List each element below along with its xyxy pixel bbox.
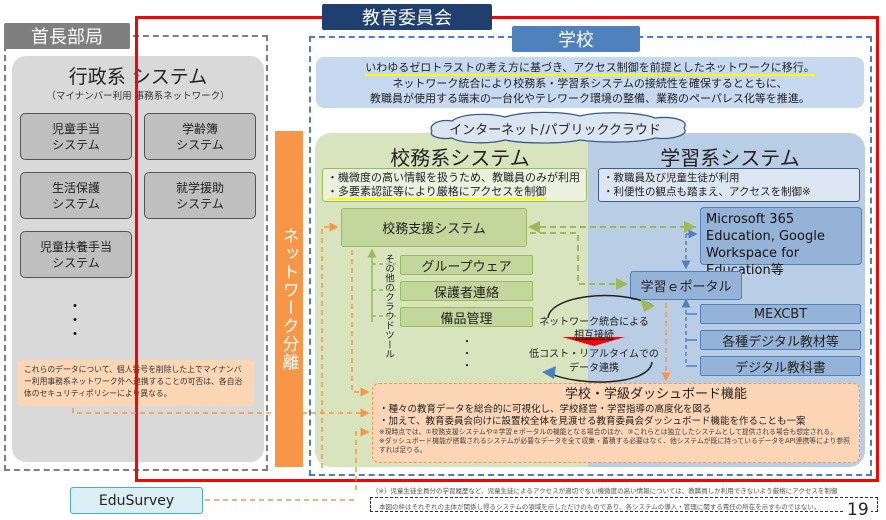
connector-orange-to-support — [321, 222, 339, 468]
mayor-systems-ellipsis: ・ ・ ・ — [68, 299, 82, 343]
connector-support-to-dashboard — [351, 250, 370, 397]
learning-system-note-1: ・教職員及び児童生徒が利用 — [603, 172, 740, 184]
interconnect-down-arrow-icon — [562, 337, 625, 346]
dashboard-note-2: ※ダッシュボード機能が搭載されるシステムが必要なデータを全て収集・蓄積する必要は… — [379, 437, 850, 454]
connector-admin-to-dashboard — [72, 408, 370, 418]
board-of-education-frame — [135, 16, 879, 482]
dashboard-note-1: ※現時点では、①校務支援システムや②学習ｅポータルの機能となる場合のほか、③これ… — [379, 428, 838, 436]
banner-line-2: ネットワーク統合により校務系・学習系システムの接続性を確保するとともに、 — [392, 76, 788, 90]
groupware-tool: グループウェア — [400, 255, 533, 275]
zero-trust-banner: いわゆるゼロトラストの考え方に基づき、アクセス制御を前提としたネットワークに移行… — [316, 57, 864, 108]
dashboard-bullet-2: ・加えて、教育委員会向けに設置校全体を見渡せる教育委員会ダッシュボード機能を作る… — [379, 416, 806, 427]
connector-support-to-portal — [530, 232, 628, 290]
school-register-system: 学齢簿 システム — [144, 113, 256, 160]
interconnect-text-3: 低コスト・リアルタイムでの — [529, 349, 659, 360]
school-affairs-notes: ・機微度の高い情報を扱うため、教職員のみが利用 ・多要素認証等により厳格にアクセ… — [322, 168, 587, 202]
dashboard-bullet-1: ・種々の教育データを総合的に可視化し、学校経営・学習指導の高度化を図る — [379, 404, 712, 415]
parent-contact-tool: 保護者連絡 — [400, 281, 533, 301]
interconnect-arrow-blue-icon — [542, 366, 556, 379]
digital-textbook-system: デジタル教科書 — [700, 356, 861, 376]
cloud-tools-ellipsis: ・ ・ ・ — [462, 337, 472, 372]
child-allowance-system: 児童手当 システム — [20, 113, 132, 160]
cloud-suite-box: Microsoft 365 Education, Google Workspac… — [700, 207, 862, 278]
banner-line-1: いわゆるゼロトラストの考え方に基づき、アクセス制御を前提としたネットワークに移行… — [365, 61, 815, 76]
school-affairs-note-1: ・機微度の高い情報を扱うため、教職員のみが利用 — [327, 171, 580, 184]
equipment-management-tool: 備品管理 — [400, 307, 533, 327]
internet-cloud-icon — [430, 111, 686, 144]
connector-portal-branches — [686, 313, 697, 367]
dashboard-box: 学校・学級ダッシュボード機能 ・種々の教育データを総合的に可視化し、学校経営・学… — [372, 383, 860, 463]
internet-cloud-label: インターネット/パブリッククラウド — [449, 123, 661, 138]
interconnect-text-2: 相互接続 — [574, 330, 614, 341]
learning-e-portal: 学習ｅポータル — [630, 271, 742, 300]
interconnect-text-1: ネットワーク統合による — [539, 317, 649, 328]
admin-system-subtitle: （マイナンバー利用 事務系ネットワーク） — [46, 91, 230, 102]
banner-line-3: 教職員が使用する端末の一台化やテレワーク環境の整備、業務のペーパレス化等を推進。 — [370, 92, 810, 105]
interconnect-arc-top — [547, 294, 653, 319]
disclaimer-box: 本図の枠はそれぞれの主体が関係し得るシステムの領域を示しただけのものであり、各シ… — [370, 497, 878, 512]
board-of-education-label: 教育委員会 — [322, 4, 492, 30]
page-number: 19 — [845, 500, 871, 520]
network-separation-bar: ネットワーク分離 — [275, 131, 303, 467]
child-support-allowance-system: 児童扶養手当 システム — [20, 231, 132, 278]
interconnect-arrow-green-icon — [640, 298, 655, 312]
school-affairs-support-system: 校務支援システム — [341, 208, 527, 247]
connector-edusurvey-to-dashboard — [355, 427, 370, 490]
school-label: 学校 — [512, 26, 640, 52]
interconnect-arc-bottom — [545, 361, 653, 383]
school-affairs-note-2: ・多要素認証等により厳格にアクセスを制御 — [327, 185, 547, 200]
school-affairs-title: 校務系システム — [390, 146, 530, 170]
footnote: （※）児童生徒全員分の学習履歴など、児童生徒によるアクセスが適切でない機微度の高… — [372, 487, 838, 495]
mexcbt-system: MEXCBT — [700, 304, 861, 324]
interconnect-text-4: データ連携 — [569, 363, 619, 374]
learning-system-note-2: ・利便性の観点も踏まえ、アクセスを制御※ — [603, 186, 811, 198]
learning-system-notes: ・教職員及び児童生徒が利用 ・利便性の観点も踏まえ、アクセスを制御※ — [598, 168, 860, 202]
connector-tool-branches — [372, 263, 396, 317]
digital-materials-system: 各種デジタル教材等 — [700, 330, 861, 350]
edusurvey-box: EduSurvey — [70, 487, 203, 514]
learning-system-title: 学習系システム — [660, 146, 800, 170]
dashboard-title: 学校・学級ダッシュボード機能 — [564, 387, 747, 402]
school-aid-system: 就学援助 システム — [144, 172, 256, 219]
welfare-system: 生活保護 システム — [20, 172, 132, 219]
mayor-office-label: 首長部局 — [4, 23, 130, 49]
other-cloud-tools-label: その他のクラウドツール — [383, 254, 394, 359]
